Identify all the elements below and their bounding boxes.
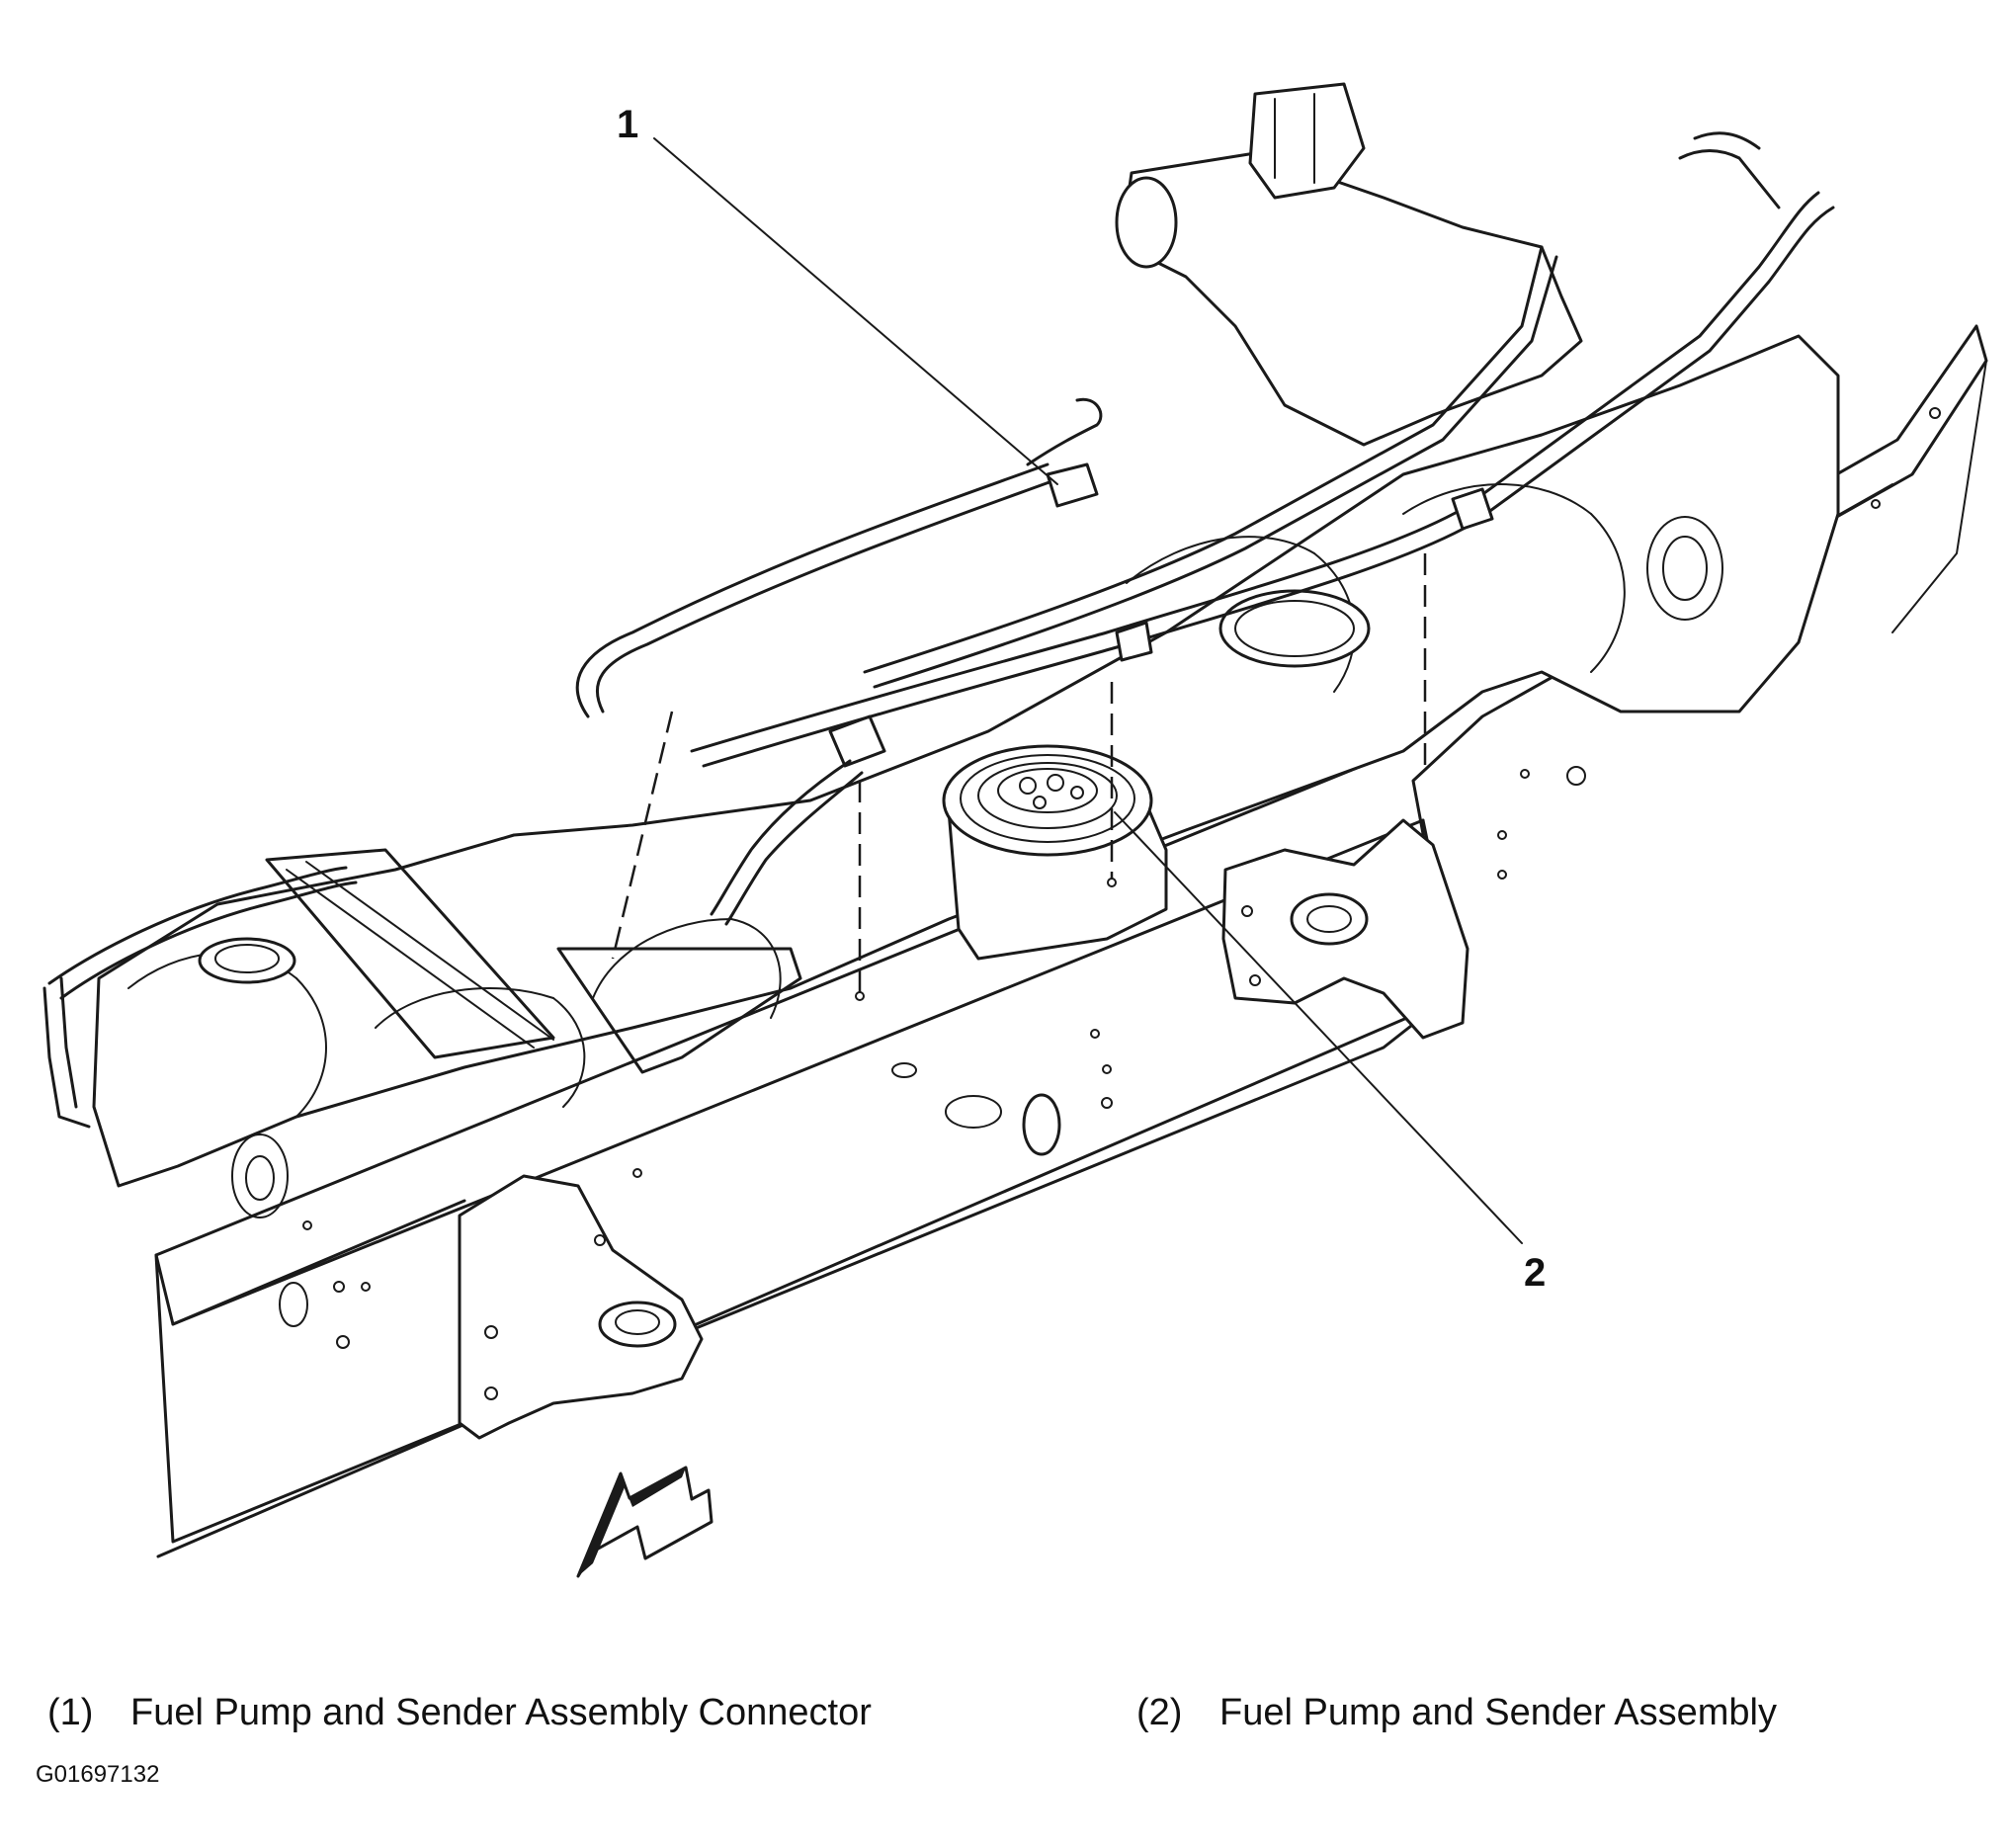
legend-item-1-label: Fuel Pump and Sender Assembly Connector xyxy=(130,1692,872,1733)
figure-id: G01697132 xyxy=(36,1761,160,1788)
legend-item-1: (1) Fuel Pump and Sender Assembly Connect… xyxy=(47,1694,872,1731)
leader-line-2 xyxy=(1114,811,1523,1244)
legend-item-2-number: (2) xyxy=(1136,1692,1183,1733)
fuel-tank xyxy=(92,334,1840,1218)
leader-lines xyxy=(653,137,1523,1244)
legend-item-2-label: Fuel Pump and Sender Assembly xyxy=(1219,1692,1777,1733)
fuel-pump-module xyxy=(942,744,1168,961)
callout-number-2: 2 xyxy=(1524,1251,1547,1295)
legend-item-1-number: (1) xyxy=(47,1692,94,1733)
rear-frame-bracket xyxy=(1221,818,1469,1040)
callout-number-1: 1 xyxy=(617,103,639,146)
front-crossmember-bracket xyxy=(458,1174,704,1440)
legend-item-2: (2) Fuel Pump and Sender Assembly xyxy=(1136,1694,1777,1731)
frame-holes xyxy=(279,407,1941,1349)
leader-line-1 xyxy=(653,137,1058,485)
mounting-guide-lines xyxy=(611,553,1427,1001)
rear-crossmember xyxy=(1115,82,1583,447)
wiring-harness xyxy=(42,131,1835,1129)
front-direction-arrow-icon xyxy=(576,1466,714,1578)
